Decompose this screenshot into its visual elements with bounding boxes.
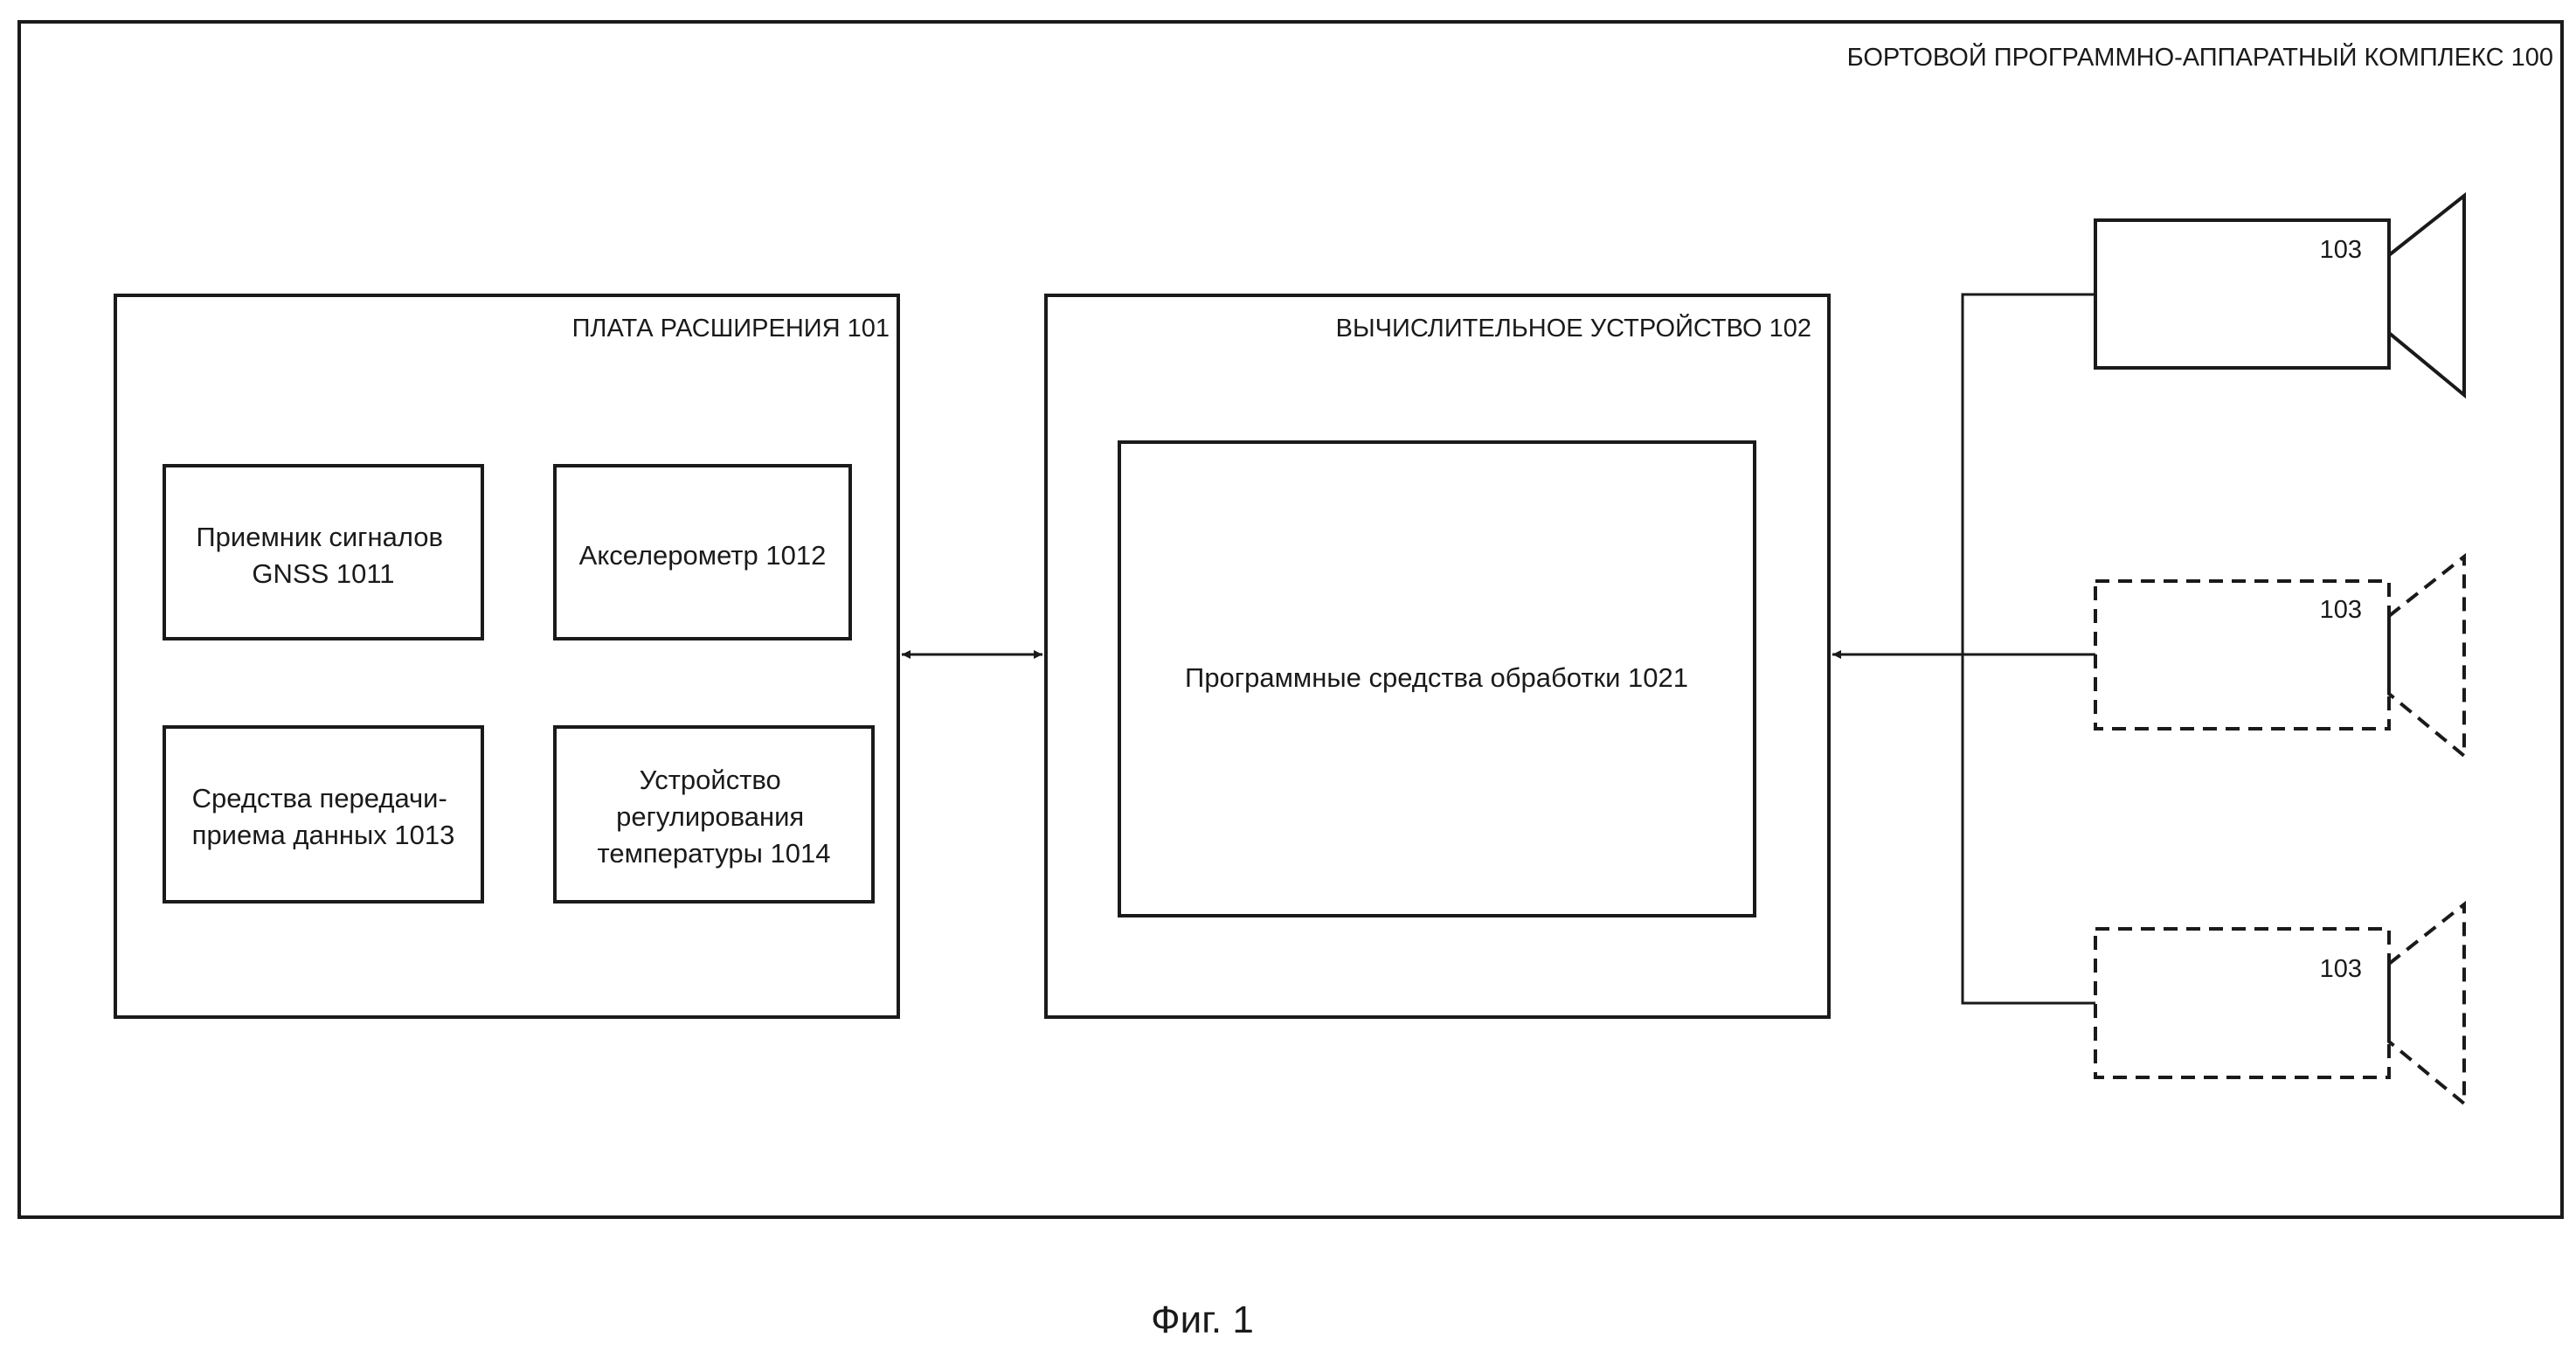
processing-software-label: Программные средства обработки 1021: [1185, 662, 1688, 693]
expansion-board-label: ПЛАТА РАСШИРЕНИЯ 101: [572, 315, 890, 343]
onboard-complex-frame: [17, 20, 2564, 1219]
data-transfer-label: Средства передачи- приема данных 1013: [192, 783, 455, 850]
camera-icon: [2094, 552, 2466, 760]
data-transfer-box: [163, 725, 484, 904]
camera-label: 103: [2320, 236, 2362, 264]
camera-label: 103: [2320, 955, 2362, 983]
camera-label: 103: [2320, 596, 2362, 624]
computing-device-label: ВЫЧИСЛИТЕЛЬНОЕ УСТРОЙСТВО 102: [1336, 313, 1811, 343]
temperature-control-box: [553, 725, 875, 904]
gnss-receiver-box: [163, 464, 484, 640]
camera-icon: [2094, 191, 2466, 399]
camera-bus-line: [1961, 293, 2095, 1005]
gnss-receiver-label: Приемник сигналов GNSS 1011: [196, 522, 450, 589]
computing-device-frame: [1044, 294, 1831, 1019]
onboard-complex-label: БОРТОВОЙ ПРОГРАММНО-АППАРАТНЫЙ КОМПЛЕКС …: [1847, 42, 2553, 72]
processing-software-box: [1118, 440, 1756, 917]
camera-icon: [2094, 900, 2466, 1108]
temperature-control-label: Устройство регулирования температуры 101…: [597, 765, 830, 869]
expansion-board-frame: [114, 294, 900, 1019]
accelerometer-box: [553, 464, 852, 640]
figure-caption: Фиг. 1: [1151, 1298, 1254, 1341]
accelerometer-label: Акселерометр 1012: [579, 540, 827, 571]
